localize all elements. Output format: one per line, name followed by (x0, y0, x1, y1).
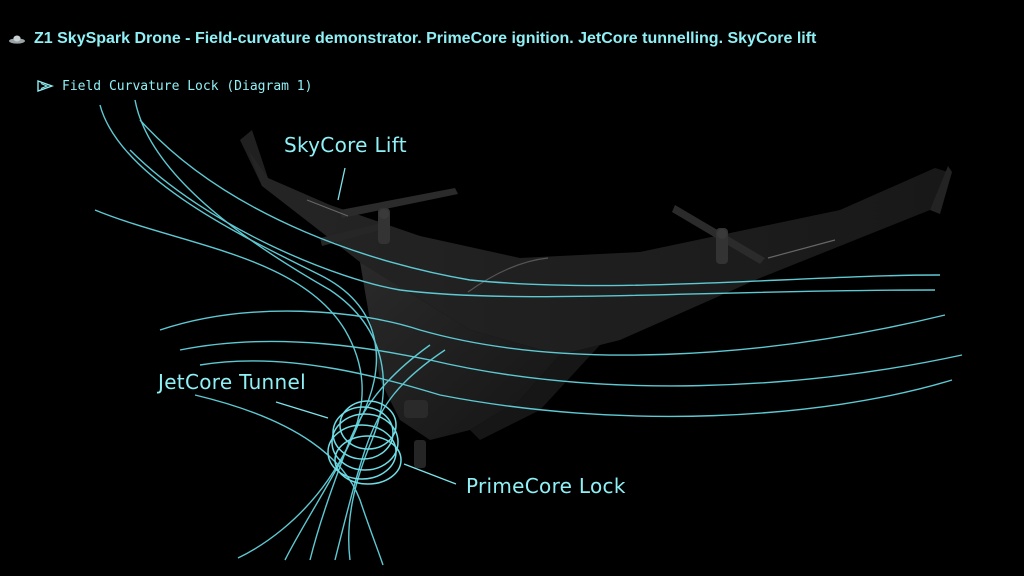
field-line (199, 360, 953, 418)
left-propeller (320, 188, 458, 246)
wing-highlight-right (767, 239, 836, 259)
leader-lines (275, 167, 457, 485)
wing-highlight-left (306, 199, 349, 217)
field-line (309, 344, 431, 561)
field-line (99, 104, 378, 561)
page-title: Z1 SkySpark Drone - Field-curvature demo… (34, 30, 817, 47)
primecore-label: PrimeCore Lock (466, 474, 626, 498)
coil-ring (334, 435, 402, 485)
skycore-label: SkyCore Lift (284, 133, 407, 157)
subtitle: Field Curvature Lock (Diagram 1) (36, 76, 312, 96)
field-line (129, 149, 936, 298)
nose-gear (414, 440, 426, 468)
subtitle-text: Field Curvature Lock (Diagram 1) (62, 78, 313, 94)
coil-ring (331, 413, 399, 471)
field-line (179, 340, 963, 387)
coil-ring (327, 424, 397, 480)
field-line (139, 119, 941, 287)
landing-gear (404, 400, 428, 418)
field-line (194, 394, 384, 566)
fuselage-side (470, 345, 600, 440)
jetcore-label: JetCore Tunnel (158, 370, 306, 394)
right-wingtip (930, 166, 952, 214)
wing-seam (467, 257, 549, 293)
field-line (159, 310, 946, 356)
jetcore-coil (327, 400, 402, 485)
coil-ring (339, 400, 397, 450)
wing (248, 150, 948, 355)
skycore-leader (337, 167, 346, 201)
saucer-icon (9, 35, 25, 44)
field-line (134, 99, 385, 561)
drone-silhouette (240, 130, 952, 468)
primecore-leader (403, 463, 457, 485)
field-line (334, 349, 446, 561)
arrow-right-icon (37, 80, 54, 92)
right-propeller (672, 205, 765, 264)
jetcore-leader (275, 401, 329, 419)
field-lines (94, 99, 963, 566)
fuselage (360, 262, 560, 440)
header-title: Z1 SkySpark Drone - Field-curvature demo… (8, 28, 816, 50)
field-line (94, 209, 363, 559)
